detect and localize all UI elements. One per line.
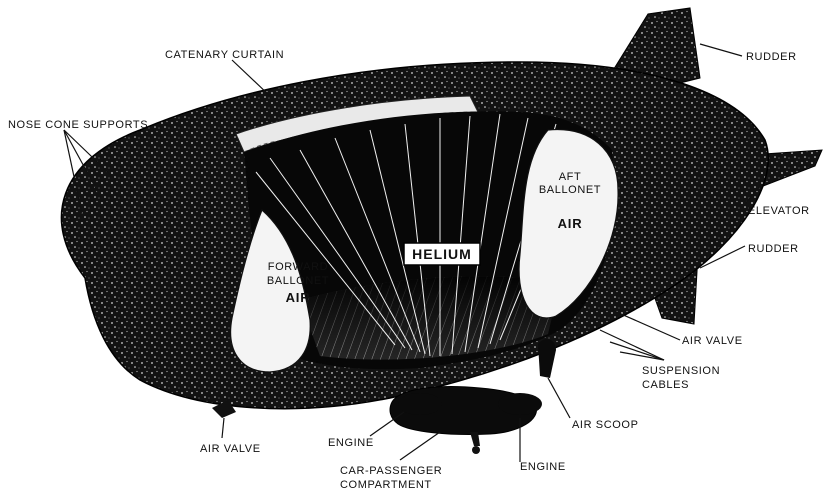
catenary-curtain-label: CATENARY CURTAIN: [165, 49, 284, 61]
forward-ballonet-air-label: AIR: [286, 290, 311, 305]
engine-left-pod: [398, 393, 442, 415]
engine-left-label: ENGINE: [328, 437, 374, 449]
nose-cone-supports-label: NOSE CONE SUPPORTS: [8, 119, 148, 131]
engine-right-label: ENGINE: [520, 461, 566, 473]
rudder-lower-label: RUDDER: [748, 243, 799, 255]
car-passenger-label-line1: CAR-PASSENGER: [340, 465, 442, 477]
air-valve-left-label: AIR VALVE: [200, 443, 261, 455]
aft-ballonet-label-line1: AFT: [559, 171, 582, 183]
car-passenger-label-line2: COMPARTMENT: [340, 479, 432, 491]
air-valve-right-label: AIR VALVE: [682, 335, 743, 347]
suspension-cables-label-line2: CABLES: [642, 379, 689, 391]
aft-ballonet-label-line2: BALLONET: [539, 184, 601, 196]
air-scoop-label: AIR SCOOP: [572, 419, 639, 431]
aft-ballonet-air-label: AIR: [558, 216, 583, 231]
forward-ballonet-label-line2: BALLONET: [267, 275, 329, 287]
rudder-top-label: RUDDER: [746, 51, 797, 63]
forward-ballonet-label-line1: FORWARD: [268, 261, 328, 273]
air-scoop: [538, 339, 556, 378]
engine-right-pod: [498, 393, 542, 415]
gondola-wheel: [472, 446, 480, 454]
suspension-cables-label-line1: SUSPENSION: [642, 365, 720, 377]
helium-label: HELIUM: [412, 246, 472, 262]
elevator-label: ELEVATOR: [748, 205, 810, 217]
